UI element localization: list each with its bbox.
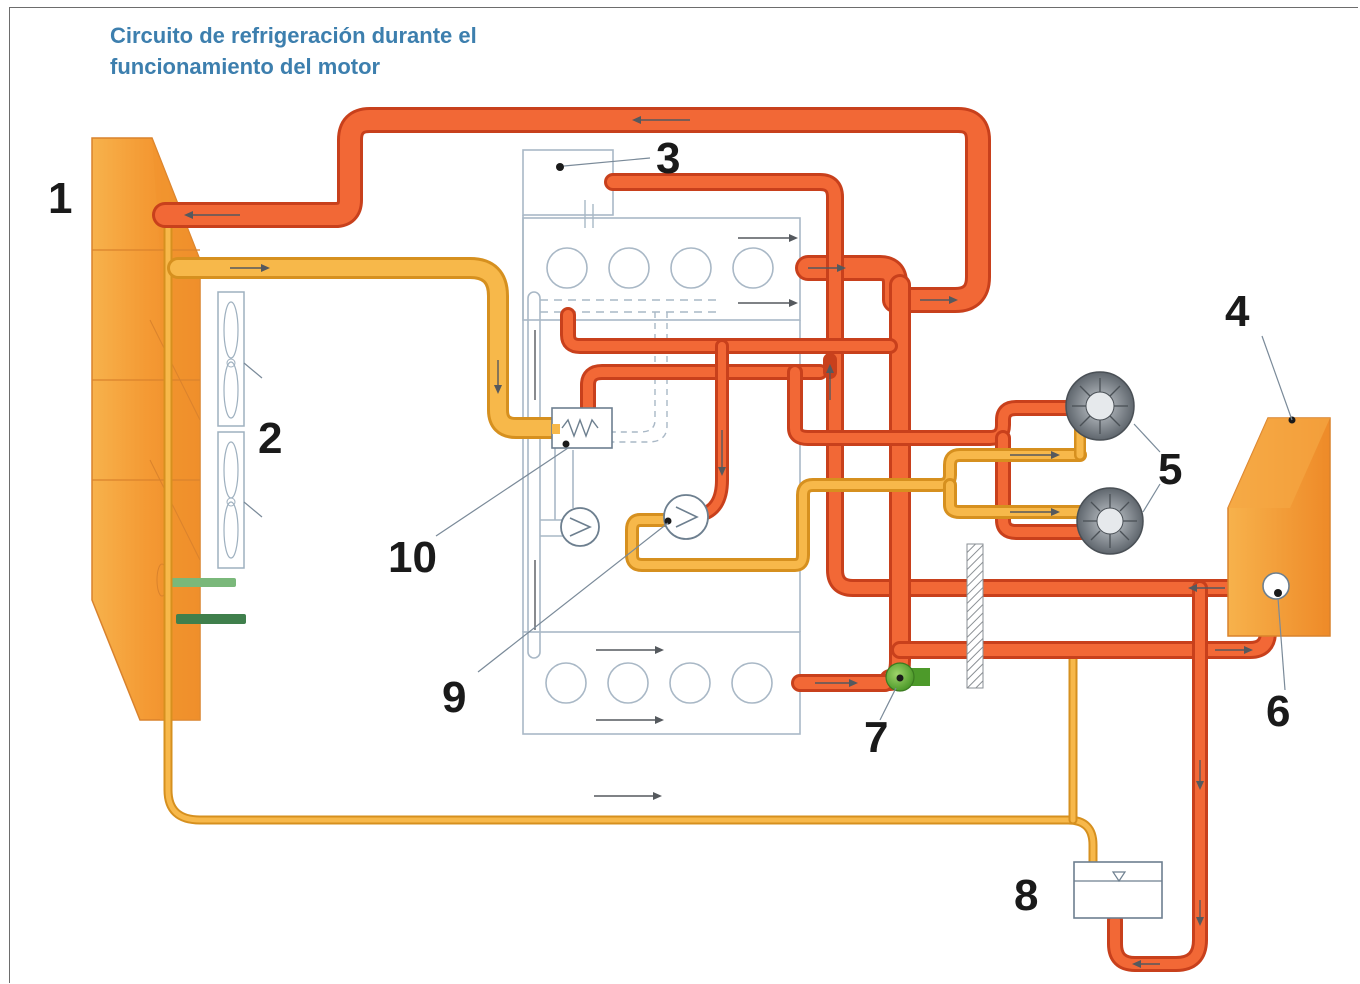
thermostat (551, 407, 613, 449)
label-coolant-pump: 9 (442, 673, 466, 722)
radiator-fans (217, 291, 263, 569)
heater-core (1227, 335, 1331, 637)
radiator-sensor-pipes (170, 578, 246, 624)
coolant-pump-9 (560, 494, 709, 547)
label-auxiliary-pump: 7 (864, 713, 888, 762)
label-heater-core: 4 (1225, 287, 1250, 336)
engine-flow-arrows (534, 234, 798, 800)
pipe-flow-arrows (184, 116, 1253, 968)
title-line-1: Circuito de refrigeración durante el (110, 23, 477, 48)
heater-valve (1262, 572, 1290, 691)
label-turbochargers: 5 (1158, 445, 1182, 494)
diagram-title: Circuito de refrigeración durante el fun… (110, 20, 477, 82)
cylinder-head-marker (556, 163, 564, 171)
firewall-bulkhead (966, 543, 984, 689)
component-labels: 1 2 3 4 5 6 7 8 9 10 (48, 134, 1290, 920)
title-line-2: funcionamiento del motor (110, 54, 381, 79)
leader-10 (435, 447, 569, 537)
label-thermostat: 10 (388, 533, 437, 582)
expansion-tank (1073, 861, 1163, 919)
label-expansion-tank: 8 (1014, 871, 1038, 920)
leader-9 (477, 522, 669, 673)
label-radiator: 1 (48, 174, 72, 223)
label-cylinder-head: 3 (656, 134, 680, 183)
turbochargers (1065, 371, 1161, 555)
label-heater-valve: 6 (1266, 687, 1290, 736)
label-fans: 2 (258, 414, 282, 463)
return-line-to-radiator (163, 205, 1098, 875)
hot-coolant-pipes (152, 107, 1305, 972)
leader-3 (563, 157, 651, 167)
cold-coolant-pipes (167, 257, 1087, 572)
auxiliary-pump (879, 662, 930, 721)
diagram-frame (9, 7, 1358, 983)
